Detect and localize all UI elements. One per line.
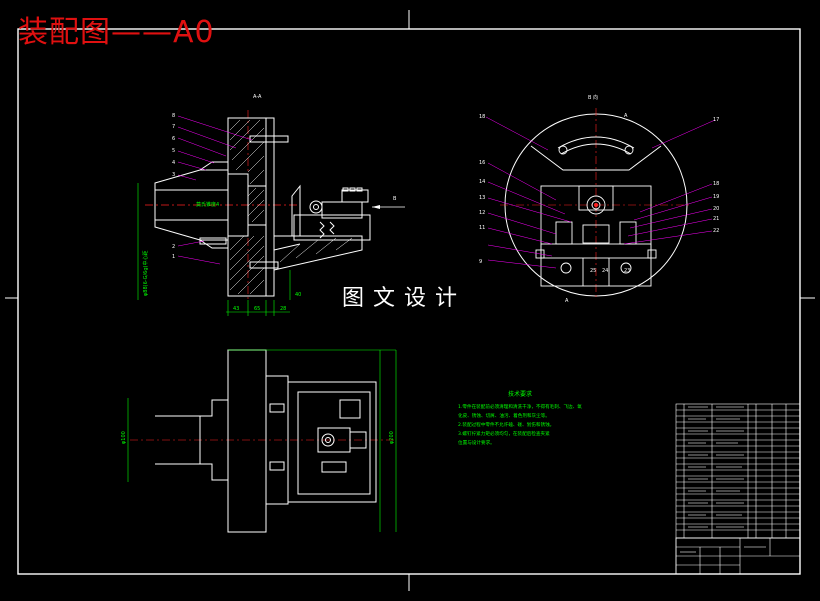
circle-balloon-group-left: 18 16 14 13 12 11 9 [479, 114, 485, 265]
section-label: A-A [253, 94, 262, 100]
balloon-2: 2 [172, 244, 175, 250]
balloon-17: 17 [713, 117, 719, 123]
tech-note-line-1: 1.零件在装配前必须清理和清洗干净，不得有毛刺、飞边、氧 [458, 403, 582, 410]
balloon-19: 19 [713, 194, 719, 200]
tech-note-line-2: 化皮、锈蚀、切屑、油污、着色剂和灰尘等。 [458, 412, 550, 419]
dim-bottom-2: 65 [254, 306, 260, 312]
b-direction-view: B 向 [479, 94, 719, 304]
balloon-3: 3 [172, 172, 175, 178]
dim-bottom-1: 43 [233, 306, 239, 312]
left-balloon-group: 8 7 6 5 4 3 2 1 [172, 113, 175, 260]
section-marker-bottom: A [565, 298, 569, 304]
balloon-4: 4 [172, 160, 175, 166]
front-section-view: A-A [137, 94, 405, 316]
balloon-18-left: 18 [479, 114, 485, 120]
tech-note-line-5: 位置与设计要求。 [458, 439, 495, 446]
balloon-24: 24 [602, 268, 608, 274]
balloon-16: 16 [479, 160, 485, 166]
tech-notes-heading: 技术要求 [508, 390, 532, 398]
drawing-frame [5, 10, 815, 591]
balloon-20: 20 [713, 206, 719, 212]
balloon-23: 23 [624, 268, 630, 274]
balloon-22: 22 [713, 228, 719, 234]
balloon-6: 6 [172, 136, 175, 142]
section-marker-top: A [624, 113, 628, 119]
circle-balloon-group-right: 17 18 19 20 21 22 [713, 117, 719, 234]
parts-list-table [675, 403, 801, 539]
balloon-8: 8 [172, 113, 175, 119]
title-block [675, 537, 801, 575]
inner-balloon-group: 25 24 23 [590, 268, 630, 274]
tech-note-line-4: 3.螺钉拧紧力矩必须均匀，在装配后检查夹紧 [458, 430, 550, 437]
plan-dim-left: φ100 [121, 431, 127, 444]
vertical-dim-label: φ88(6-G/6g)中心距 [142, 251, 149, 296]
balloon-14: 14 [479, 179, 485, 185]
technical-notes: 技术要求 1.零件在装配前必须清理和清洗干净，不得有毛刺、飞边、氧 化皮、锈蚀、… [458, 390, 582, 446]
balloon-7: 7 [172, 124, 175, 130]
balloon-12: 12 [479, 210, 485, 216]
drawing-title: 装配图——A0 [18, 15, 215, 50]
balloon-1: 1 [172, 254, 175, 260]
balloon-11: 11 [479, 225, 485, 231]
tech-note-line-3: 2.装配过程中零件不允许磕、碰、划伤和锈蚀。 [458, 421, 554, 428]
watermark-text: 图文设计 [342, 286, 467, 311]
balloon-18-right: 18 [713, 181, 719, 187]
balloon-9: 9 [479, 259, 482, 265]
dim-bottom-3: 28 [280, 306, 286, 312]
balloon-13: 13 [479, 195, 485, 201]
balloon-25: 25 [590, 268, 596, 274]
parts-list-entries [680, 406, 766, 553]
plan-view: φ100 φ200 [121, 349, 397, 533]
dim-right-1: 40 [295, 292, 301, 298]
arrow-label: B [393, 196, 397, 202]
bore-label: 莫氏锥度4 [196, 201, 219, 208]
view-label: B 向 [588, 94, 598, 101]
balloon-5: 5 [172, 148, 175, 154]
balloon-21: 21 [713, 216, 719, 222]
plan-dim-right: φ200 [389, 431, 395, 444]
